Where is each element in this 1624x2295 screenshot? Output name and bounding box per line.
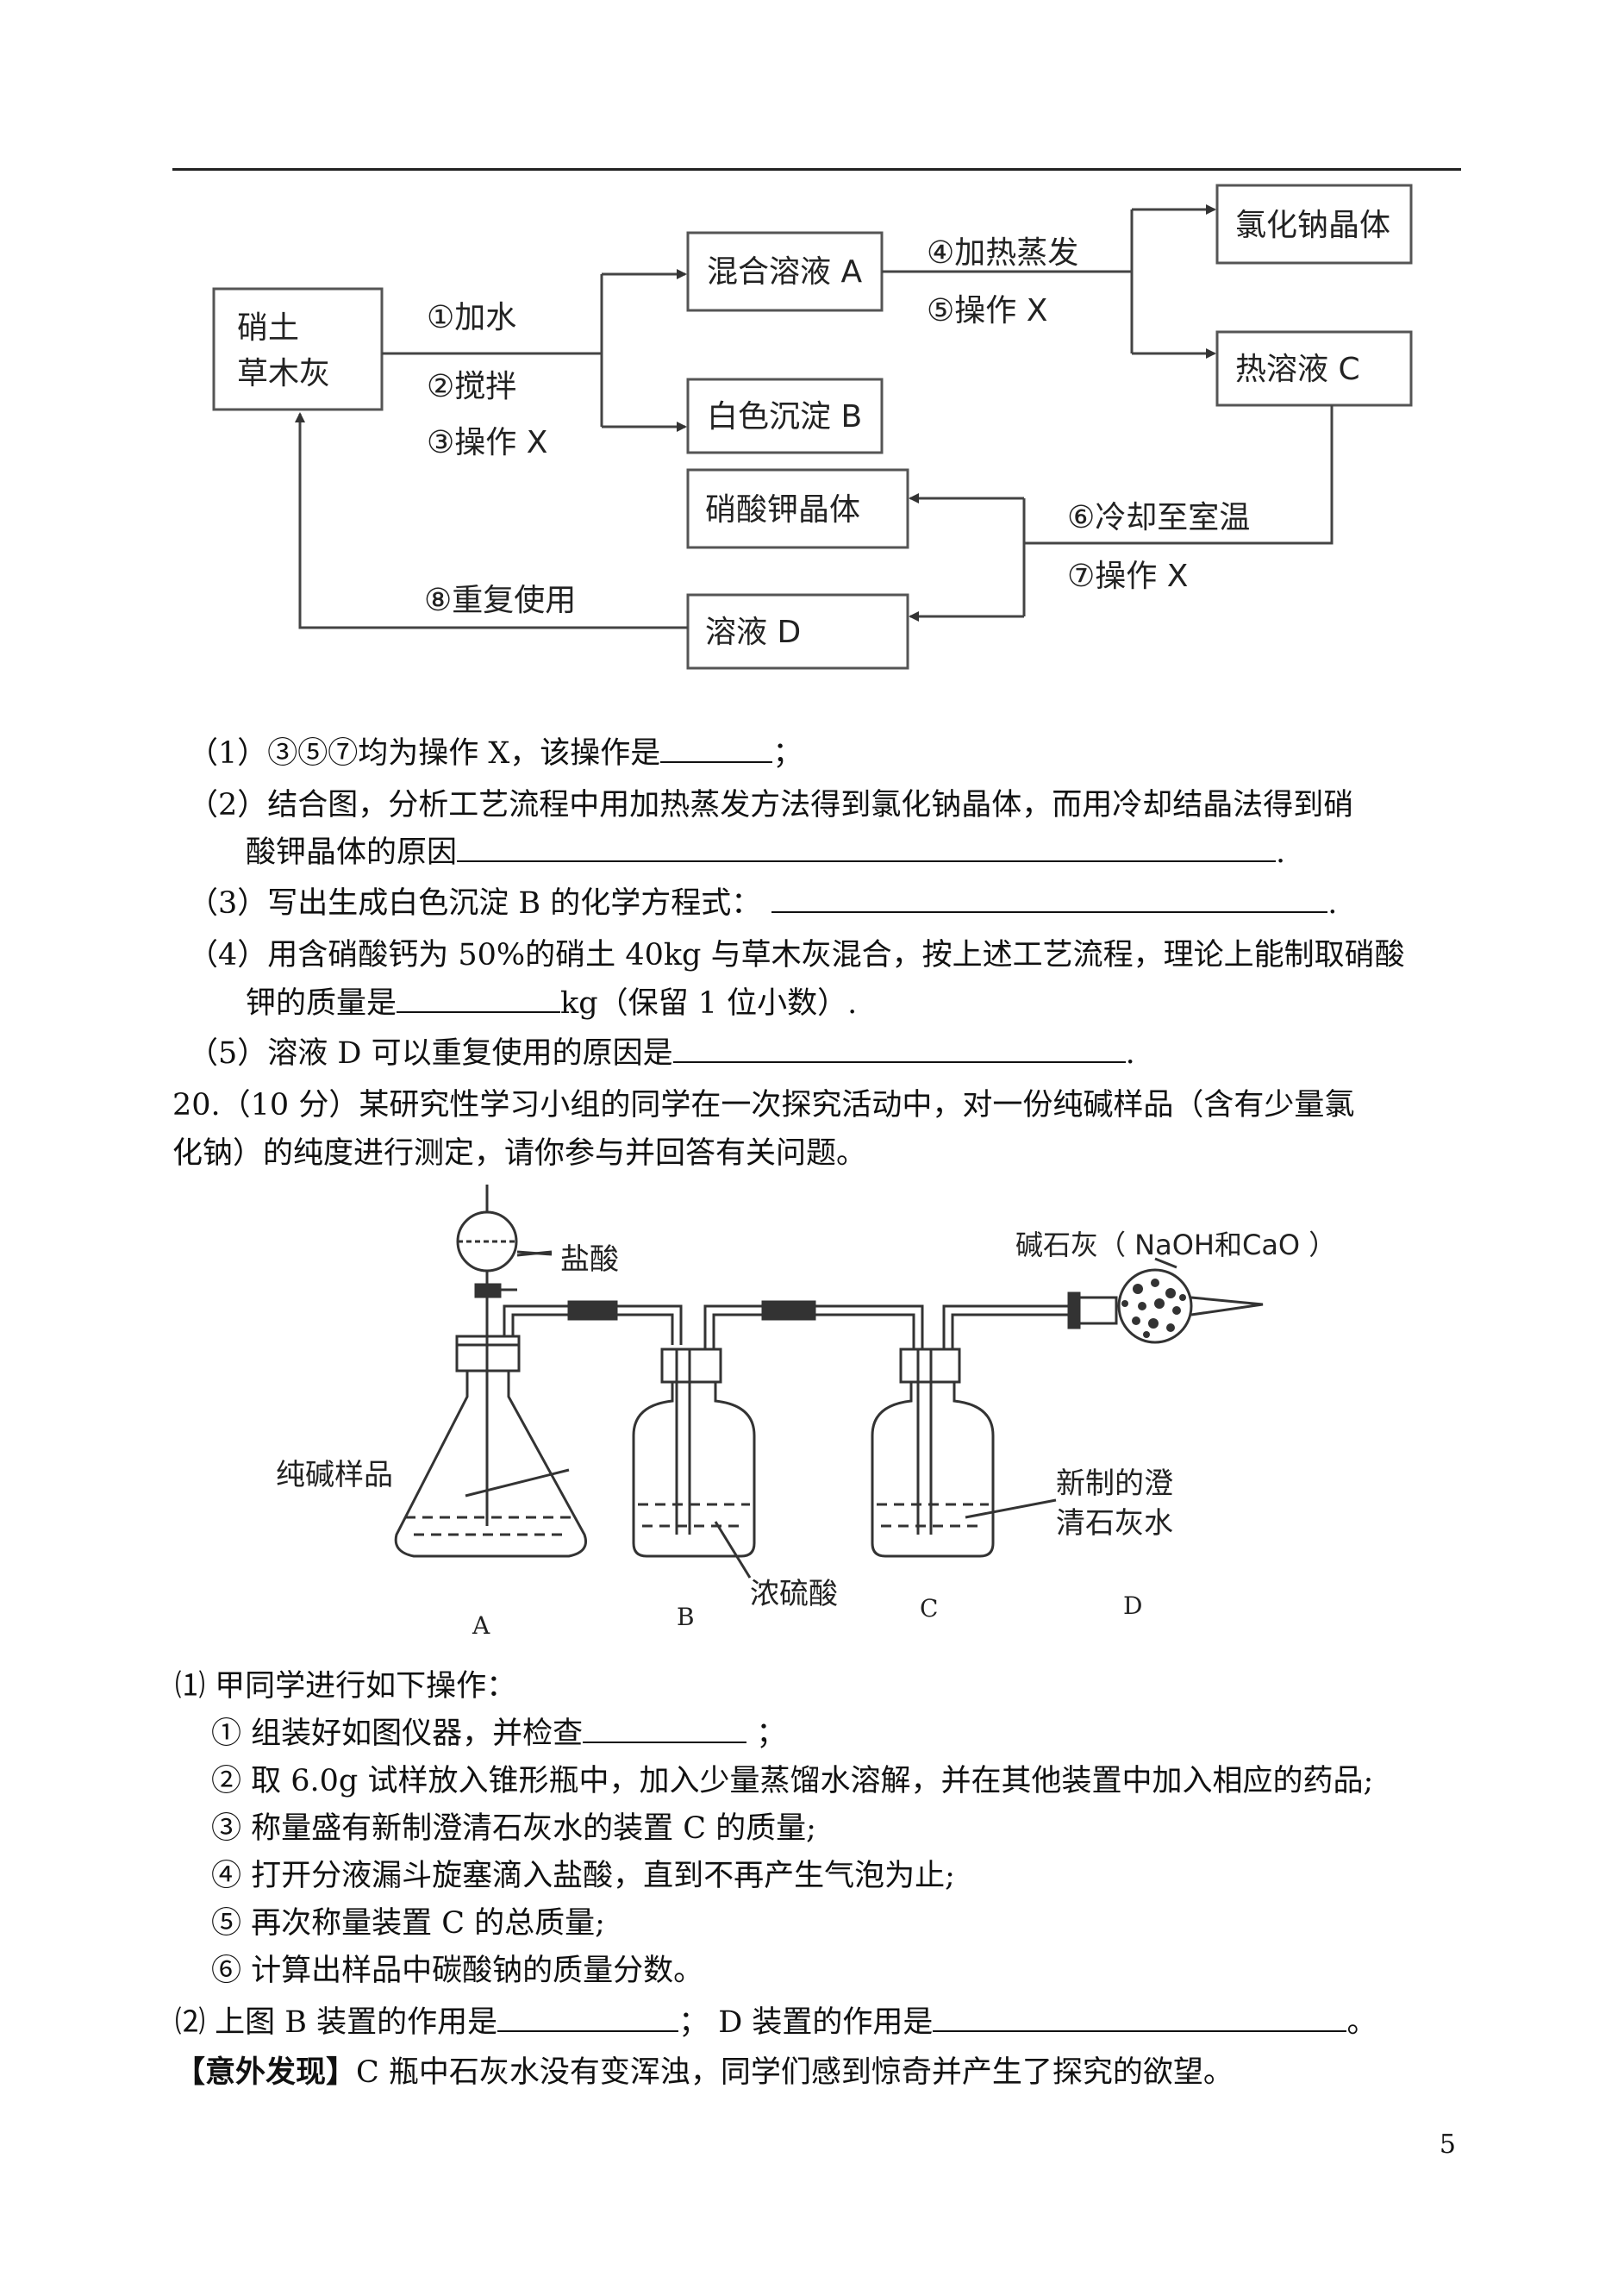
- letter-b: B: [677, 1603, 695, 1631]
- funnel-bulb: [456, 1210, 518, 1273]
- box-kno3: [686, 468, 909, 549]
- part1-step-2: ② 取 6.0g 试样放入锥形瓶中，加入少量蒸馏水溶解，并在其他装置中加入相应的…: [211, 1759, 1373, 1804]
- stopper-b: [660, 1348, 722, 1384]
- q19-part3-end: .: [1327, 886, 1338, 921]
- part2-text-a: ⑵ 上图 B 装置的作用是: [175, 2005, 498, 2040]
- finding-tag: 【意外发现】: [175, 2054, 357, 2090]
- q19-part4-line2: 钾的质量是 kg（保留 1 位小数）.: [246, 981, 857, 1026]
- part2: ⑵ 上图 B 装置的作用是 ； D 装置的作用是 。: [175, 2000, 1377, 2045]
- letter-a: A: [472, 1611, 490, 1640]
- part1-step-3: ③ 称量盛有新制澄清石灰水的装置 C 的质量;: [211, 1806, 816, 1851]
- soda-lime-bulb: [1117, 1268, 1193, 1344]
- letter-c: C: [920, 1594, 938, 1623]
- part1-step-5-text: ⑤ 再次称量装置 C 的总质量;: [211, 1906, 605, 1941]
- box-precip-b: [686, 378, 884, 454]
- box-start-line2: 草木灰: [237, 356, 330, 391]
- step-4: ④加热蒸发: [927, 235, 1078, 271]
- stopper-c: [899, 1348, 961, 1384]
- label-hcl: 盐酸: [560, 1242, 619, 1277]
- q20-line2: 化钠）的纯度进行测定，请你参与并回答有关问题。: [172, 1131, 866, 1176]
- answer-blank[interactable]: [933, 2001, 1347, 2032]
- q19-part2-text1: （2）结合图，分析工艺流程中用加热蒸发方法得到氯化钠晶体，而用冷却结晶法得到硝: [188, 788, 1354, 822]
- box-mix-a-label: 混合溶液 A: [707, 254, 862, 290]
- bottle-c: [871, 1382, 995, 1558]
- box-hot-c-label: 热溶液 C: [1235, 352, 1360, 387]
- part1-step-6: ⑥ 计算出样品中碳酸钠的质量分数。: [211, 1948, 703, 1993]
- answer-blank[interactable]: [583, 1712, 747, 1743]
- q19-part4-text2b: kg（保留 1 位小数）.: [560, 986, 858, 1021]
- q19-part4-text1: （4）用含硝酸钙为 50%的硝土 40kg 与草木灰混合，按上述工艺流程，理论上…: [188, 938, 1405, 972]
- q19-part4-line1: （4）用含硝酸钙为 50%的硝土 40kg 与草木灰混合，按上述工艺流程，理论上…: [188, 933, 1405, 978]
- page-number: 5: [1439, 2129, 1456, 2160]
- q19-part5-end: .: [1125, 1036, 1135, 1071]
- part1-step-2-text: ② 取 6.0g 试样放入锥形瓶中，加入少量蒸馏水溶解，并在其他装置中加入相应的…: [211, 1764, 1374, 1798]
- letter-d: D: [1123, 1591, 1142, 1620]
- bottle-b: [632, 1382, 756, 1558]
- part1-step-1: ① 组装好如图仪器，并检查 ；: [211, 1711, 786, 1756]
- q19-part1-end: ；: [772, 736, 803, 771]
- box-sol-d-label: 溶液 D: [705, 615, 801, 650]
- step-1: ①加水: [427, 300, 516, 335]
- part2-end: 。: [1346, 2005, 1377, 2040]
- flowchart: 硝土 草木灰 混合溶液 A 白色沉淀 B 氯化钠晶体 热溶液 C 硝酸钾晶体 溶…: [212, 184, 1413, 670]
- label-soda-lime: 碱石灰（ NaOH和CaO ）: [1015, 1229, 1336, 1261]
- answer-blank[interactable]: [672, 1032, 1126, 1063]
- part1-step-1-end: ；: [746, 1717, 787, 1751]
- q19-part4-text2a: 钾的质量是: [246, 986, 397, 1021]
- flask-a: [394, 1371, 587, 1558]
- answer-blank[interactable]: [660, 732, 773, 763]
- answer-blank[interactable]: [771, 882, 1328, 913]
- answer-blank[interactable]: [497, 2001, 679, 2032]
- q19-part1-text: （1）③⑤⑦均为操作 X，该操作是: [188, 736, 661, 771]
- step-5: ⑤操作 X: [927, 293, 1047, 328]
- label-sample: 纯碱样品: [276, 1458, 393, 1492]
- answer-blank[interactable]: [457, 831, 1277, 862]
- finding-text: C 瓶中石灰水没有变浑浊，同学们感到惊奇并产生了探究的欲望。: [356, 2055, 1234, 2090]
- finding: 【意外发现】C 瓶中石灰水没有变浑浊，同学们感到惊奇并产生了探究的欲望。: [175, 2050, 1234, 2095]
- box-nacl: [1215, 184, 1413, 265]
- q19-part5: （5）溶液 D 可以重复使用的原因是.: [188, 1031, 1135, 1076]
- box-kno3-label: 硝酸钾晶体: [705, 492, 860, 528]
- step-7: ⑦操作 X: [1067, 559, 1188, 594]
- step-3: ③操作 X: [427, 425, 547, 460]
- q19-part1: （1）③⑤⑦均为操作 X，该操作是 ；: [188, 731, 803, 776]
- header-rule: [172, 168, 1461, 171]
- stopper-a: [455, 1335, 521, 1373]
- q19-part3-text: （3）写出生成白色沉淀 B 的化学方程式：: [188, 886, 762, 921]
- label-lime-water-2: 清石灰水: [1056, 1506, 1173, 1541]
- q19-part2-line2: 酸钾晶体的原因.: [246, 830, 1285, 875]
- box-sol-d: [686, 593, 909, 670]
- q20-text1: 20.（10 分）某研究性学习小组的同学在一次探究活动中，对一份纯碱样品（含有少…: [172, 1088, 1355, 1122]
- part1-intro: ⑴ 甲同学进行如下操作：: [175, 1664, 516, 1709]
- q19-part2-end: .: [1276, 835, 1286, 870]
- box-precip-b-label: 白色沉淀 B: [707, 399, 862, 435]
- step-6: ⑥冷却至室温: [1067, 500, 1250, 535]
- part1-step-4-text: ④ 打开分液漏斗旋塞滴入盐酸，直到不再产生气泡为止;: [211, 1859, 955, 1893]
- box-start-line1: 硝土: [237, 310, 299, 346]
- q19-part5-text: （5）溶液 D 可以重复使用的原因是: [188, 1036, 673, 1071]
- part1-step-3-text: ③ 称量盛有新制澄清石灰水的装置 C 的质量;: [211, 1811, 816, 1846]
- q19-part2-line1: （2）结合图，分析工艺流程中用加热蒸发方法得到氯化钠晶体，而用冷却结晶法得到硝: [188, 783, 1353, 828]
- q19-part2-text2: 酸钾晶体的原因: [246, 835, 458, 870]
- box-start: [212, 287, 384, 411]
- step-8: ⑧重复使用: [424, 583, 576, 618]
- q20-line1: 20.（10 分）某研究性学习小组的同学在一次探究活动中，对一份纯碱样品（含有少…: [172, 1083, 1354, 1128]
- label-lime-water-1: 新制的澄: [1056, 1466, 1173, 1501]
- part1-step-5: ⑤ 再次称量装置 C 的总质量;: [211, 1901, 605, 1946]
- q19-part3: （3）写出生成白色沉淀 B 的化学方程式：.: [188, 881, 1337, 926]
- label-h2so4: 浓硫酸: [750, 1577, 838, 1611]
- q20-text2: 化钠）的纯度进行测定，请你参与并回答有关问题。: [172, 1136, 867, 1171]
- answer-blank[interactable]: [397, 982, 561, 1013]
- part1-intro-text: ⑴ 甲同学进行如下操作：: [175, 1669, 517, 1704]
- box-nacl-label: 氯化钠晶体: [1235, 208, 1390, 243]
- part1-step-4: ④ 打开分液漏斗旋塞滴入盐酸，直到不再产生气泡为止;: [211, 1854, 955, 1898]
- box-hot-c: [1215, 330, 1413, 407]
- part2-text-b: ； D 装置的作用是: [678, 2005, 934, 2040]
- part1-step-1-text: ① 组装好如图仪器，并检查: [211, 1717, 584, 1751]
- step-2: ②搅拌: [427, 369, 516, 404]
- part1-step-6-text: ⑥ 计算出样品中碳酸钠的质量分数。: [211, 1954, 704, 1988]
